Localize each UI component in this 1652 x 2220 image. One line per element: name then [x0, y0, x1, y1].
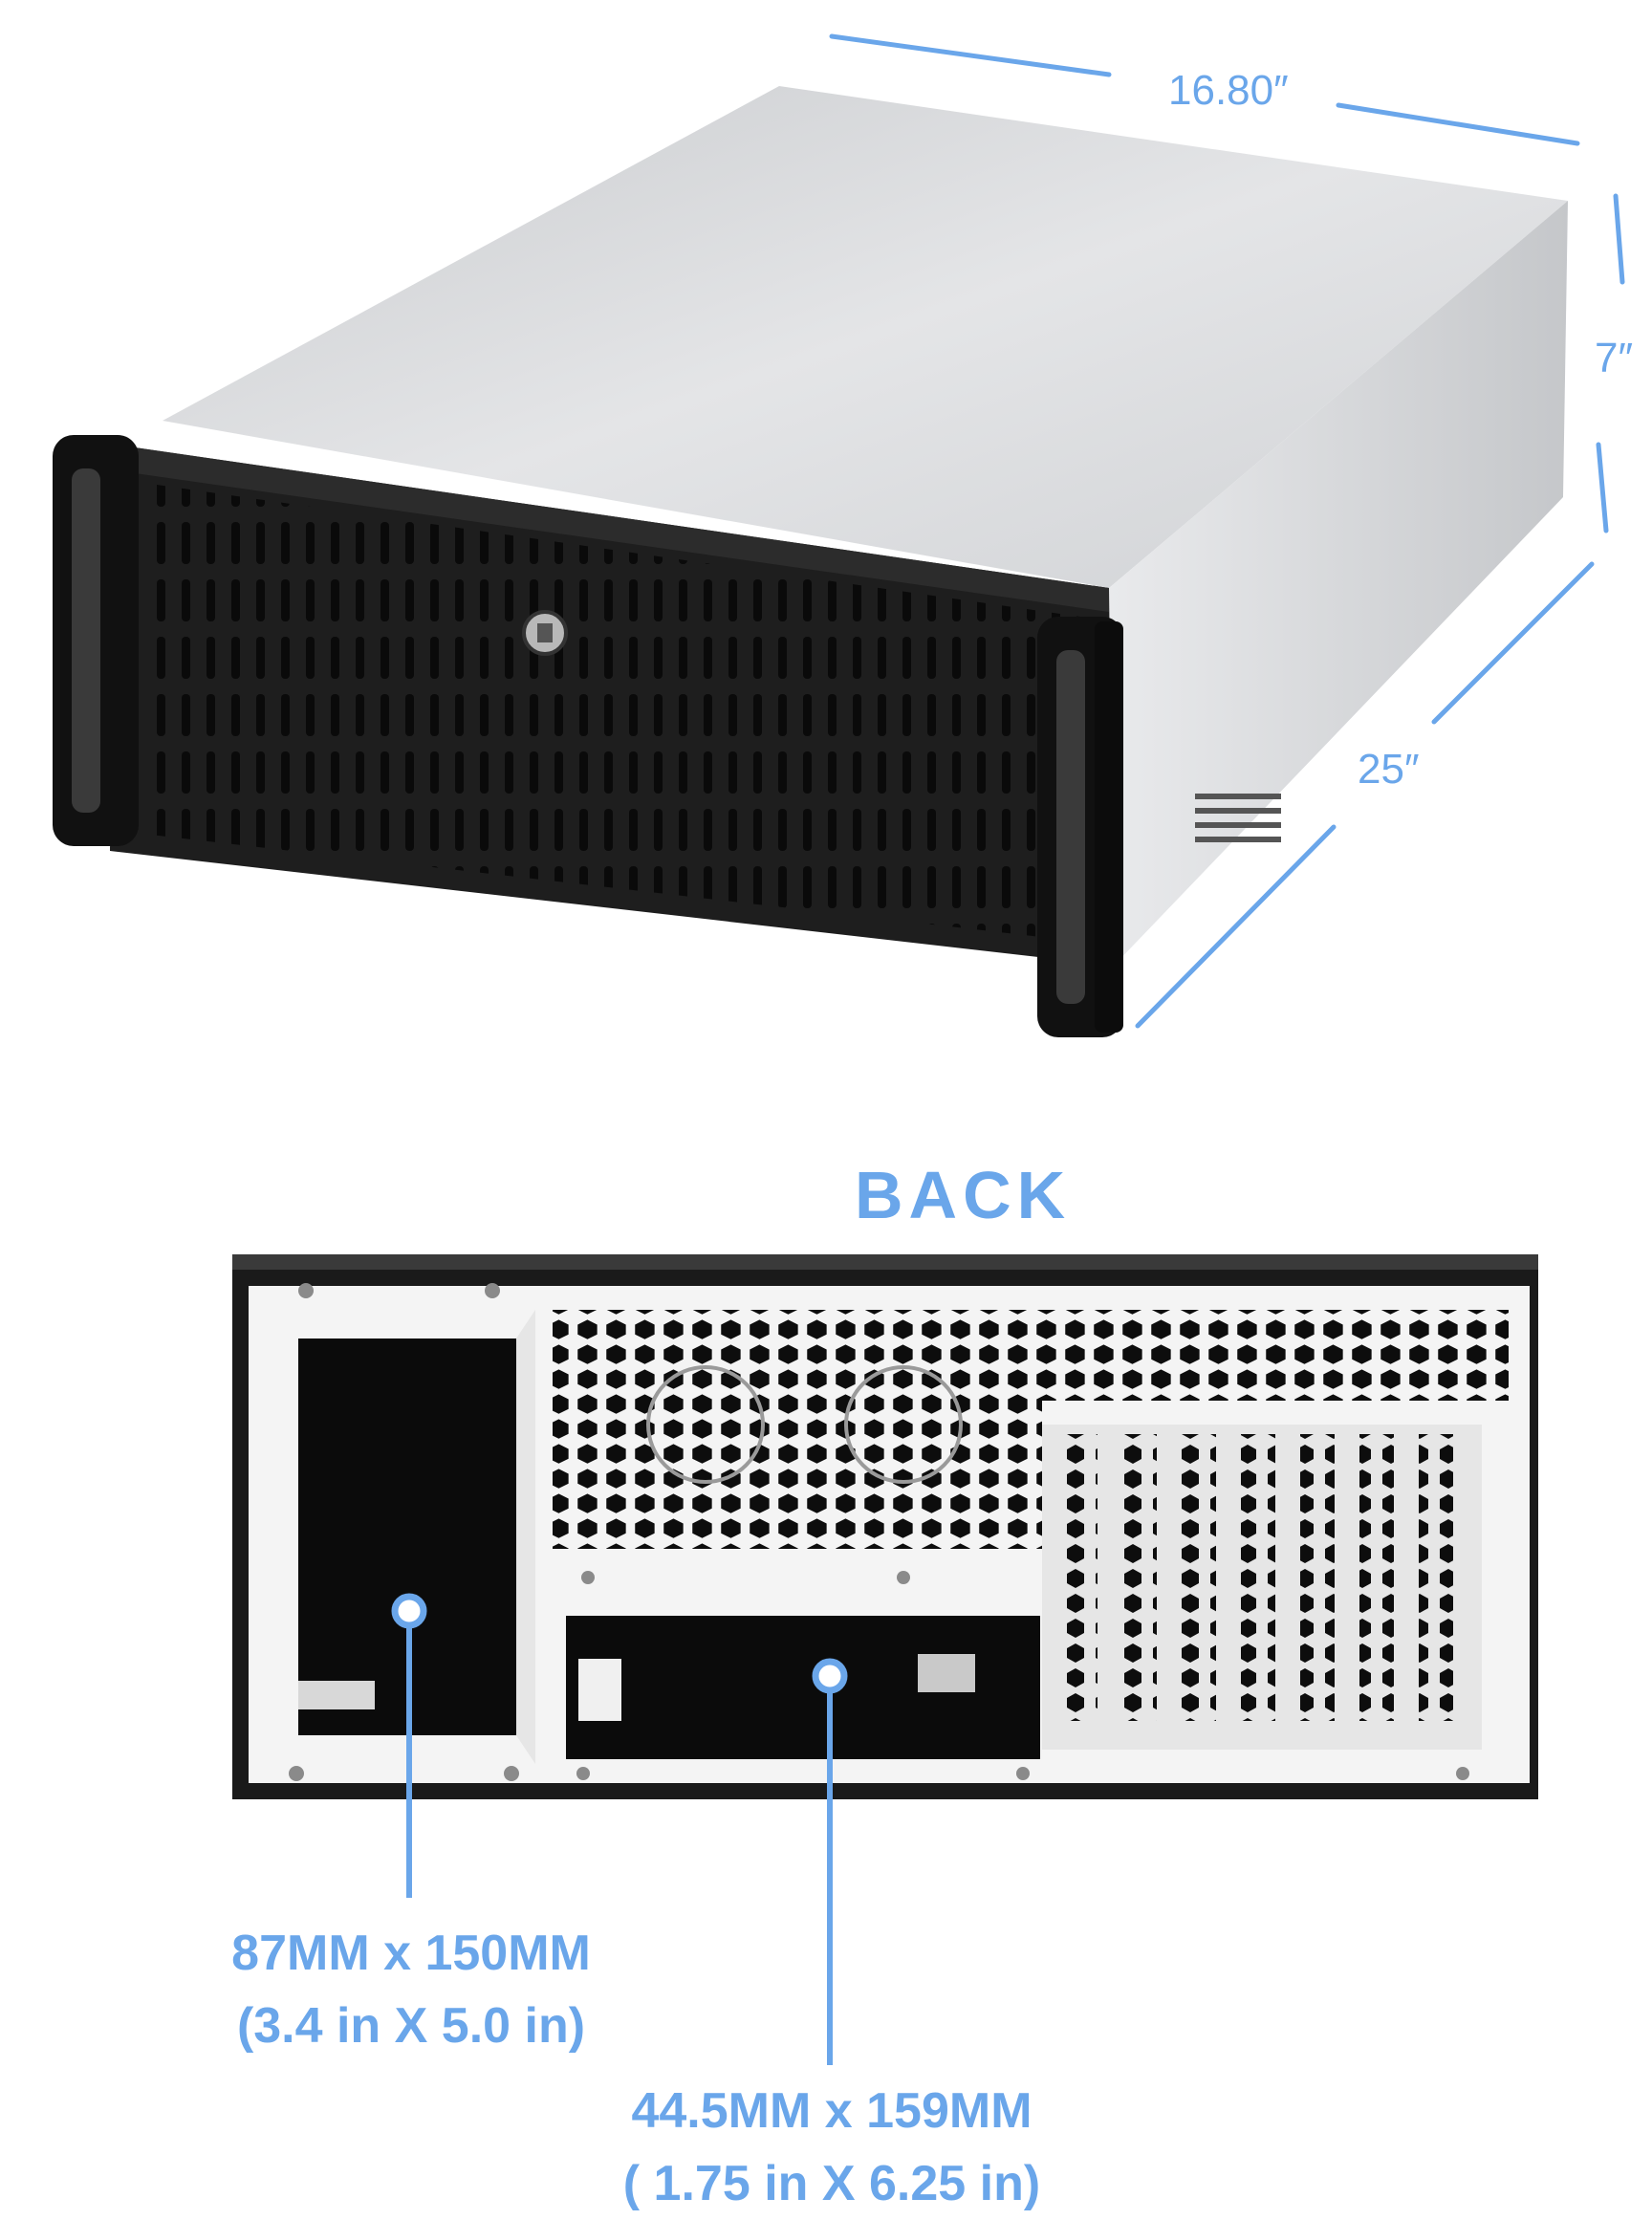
fan-icon [844, 1365, 963, 1484]
bay-size-mm: 44.5MM x 159MM [631, 2083, 1032, 2139]
psu-size-in: (3.4 in X 5.0 in) [236, 1998, 586, 2054]
pci-expansion-slots [1042, 1425, 1482, 1750]
chassis-top [163, 86, 1568, 588]
bay-size-in: ( 1.75 in X 6.25 in) [622, 2156, 1041, 2211]
back-heading: BACK [855, 1158, 1072, 1232]
callout-markers [391, 1593, 848, 2065]
height-dimension: 7″ [1595, 335, 1634, 381]
fan-icon [646, 1365, 765, 1484]
screws [289, 1283, 1469, 1781]
chassis-3d-illustration [53, 33, 1625, 1037]
width-dimension: 16.80″ [1168, 67, 1289, 114]
chassis-side [1109, 201, 1568, 966]
psu-size-mm: 87MM x 150MM [231, 1926, 591, 1981]
dimension-lines [829, 33, 1625, 1029]
front-grille [141, 483, 1082, 942]
psu-opening [298, 1339, 516, 1735]
bay-size-callout: 44.5MM x 159MM ( 1.75 in X 6.25 in) [612, 2075, 1052, 2220]
side-vents [1195, 794, 1281, 842]
depth-dimension: 25″ [1358, 746, 1420, 793]
psu-size-callout: 87MM x 150MM (3.4 in X 5.0 in) [229, 1917, 593, 2062]
